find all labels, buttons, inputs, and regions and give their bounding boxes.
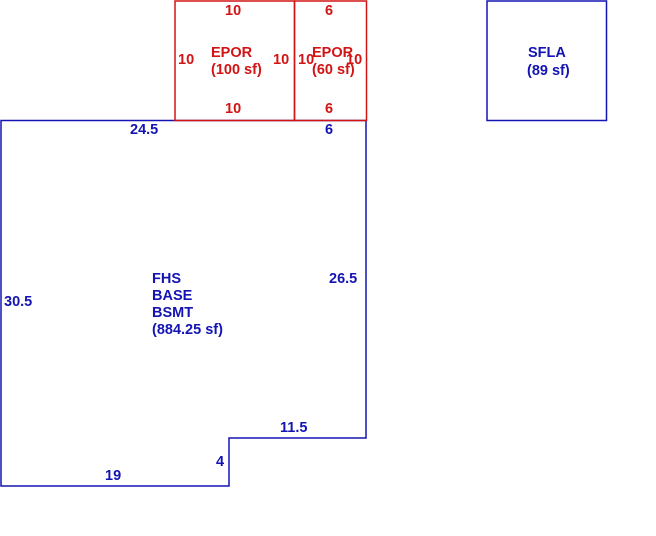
epor-large-name: EPOR — [211, 45, 253, 61]
base-dim-step-side: 4 — [216, 454, 224, 470]
epor-small-name: EPOR — [312, 45, 354, 61]
base-dim-left: 30.5 — [4, 294, 32, 310]
epor-small-dim-right: 10 — [346, 52, 362, 68]
base-label-line-1: FHS — [152, 271, 181, 287]
epor-small-outline — [293, 0, 368, 122]
base-dim-top: 24.5 — [130, 122, 158, 138]
epor-large-dim-left: 10 — [178, 52, 194, 68]
epor-large-dim-bottom: 10 — [225, 101, 241, 117]
sfla-outline — [486, 0, 608, 122]
base-label-line-3: BSMT — [152, 305, 193, 321]
epor-small-area: (60 sf) — [312, 62, 355, 78]
epor-small-dim-bottom: 6 — [325, 101, 333, 117]
sfla-area: (89 sf) — [527, 63, 570, 79]
epor-small-dim-top: 6 — [325, 3, 333, 19]
base-dim-bottom: 19 — [105, 468, 121, 484]
sfla-name: SFLA — [528, 45, 566, 61]
base-dim-top-right: 6 — [325, 122, 333, 138]
base-dim-right: 26.5 — [329, 271, 357, 287]
base-dim-step-top: 11.5 — [280, 420, 307, 436]
epor-small-dim-left: 10 — [298, 52, 314, 68]
base-area-value: (884.25 sf) — [152, 322, 223, 338]
base-label-line-2: BASE — [152, 288, 193, 304]
epor-large-dim-top: 10 — [225, 3, 241, 19]
epor-large-dim-right: 10 — [273, 52, 289, 68]
epor-large-area: (100 sf) — [211, 62, 262, 78]
